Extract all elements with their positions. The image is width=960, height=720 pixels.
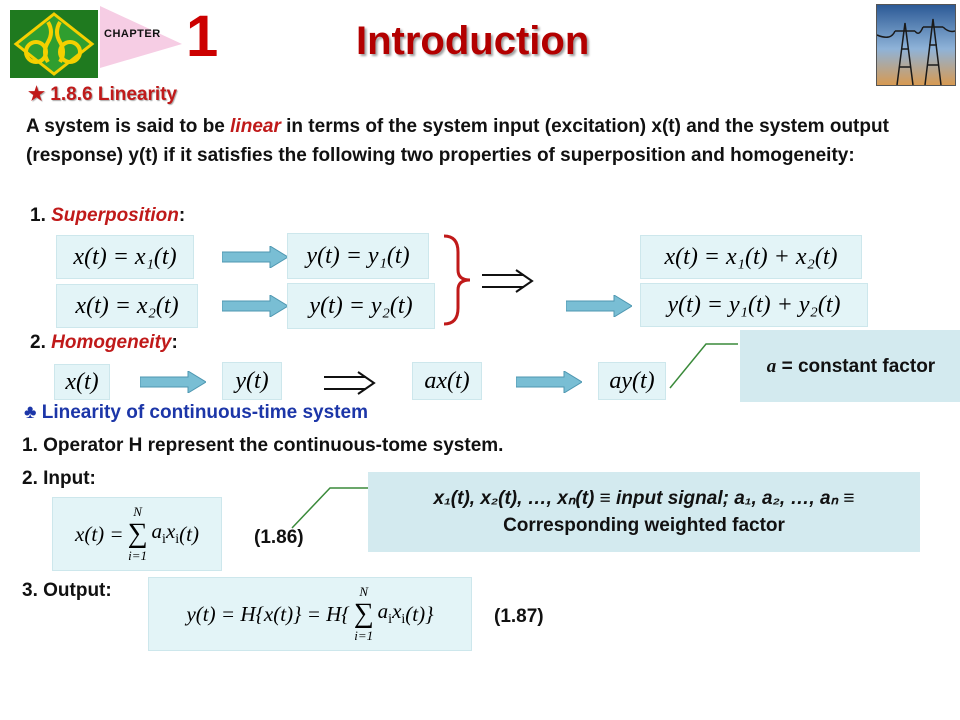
equation-number-186: (1.86) xyxy=(254,527,304,548)
right-arrow-icon xyxy=(516,371,582,393)
chapter-number: 1 xyxy=(186,4,219,69)
intro-paragraph: A system is said to be linear in terms o… xyxy=(26,112,926,170)
callout-description: = constant factor xyxy=(776,355,936,377)
homogeneity-name: Homogeneity xyxy=(51,332,172,353)
university-logo-icon xyxy=(8,8,100,80)
eq-y2: y(t) = y₂(t) xyxy=(287,283,435,329)
chapter-label: CHAPTER xyxy=(104,28,161,40)
homogeneity-label: 2. Homogeneity: xyxy=(30,332,178,354)
power-lines-photo xyxy=(876,4,956,86)
chapter-triangle xyxy=(98,4,184,70)
right-arrow-icon xyxy=(222,295,288,317)
constant-factor-callout: a = constant factor xyxy=(740,330,960,402)
eq-x-sum: x(t) = x₁(t) + x₂(t) xyxy=(640,235,862,279)
continuous-heading: ♣ Linearity of continuous-time system xyxy=(24,402,368,423)
equation-number-187: (1.87) xyxy=(494,606,544,627)
eq-hom-y: y(t) xyxy=(222,362,282,400)
input-signal-callout: x₁(t), x₂(t), …, xₙ(t) ≡ input signal; a… xyxy=(368,472,920,552)
eq-hom-ax: ax(t) xyxy=(412,362,482,400)
implies-arrow-icon xyxy=(324,371,376,395)
right-arrow-icon xyxy=(222,246,288,268)
item-output: 3. Output: xyxy=(22,580,112,601)
right-brace-icon xyxy=(443,234,471,326)
linear-keyword: linear xyxy=(230,116,281,137)
input-callout-line1: x₁(t), x₂(t), …, xₙ(t) ≡ input signal; a… xyxy=(433,488,855,509)
homogeneity-colon: : xyxy=(171,332,178,353)
eq-hom-ay: ay(t) xyxy=(598,362,666,400)
eq-x1: x(t) = x₁(t) xyxy=(56,235,194,279)
constant-factor-text: a = constant factor xyxy=(767,353,935,380)
right-arrow-icon xyxy=(140,371,206,393)
section-heading: ★ 1.8.6 Linearity xyxy=(28,84,178,105)
callout-connector xyxy=(291,487,368,529)
page-title: Introduction xyxy=(356,19,590,63)
superposition-colon: : xyxy=(178,205,186,226)
superposition-label: 1. Superposition: xyxy=(30,205,185,227)
superposition-name: Superposition xyxy=(51,205,179,226)
item-input: 2. Input: xyxy=(22,468,96,489)
eq-x2: x(t) = x₂(t) xyxy=(56,284,198,328)
eq-output-sum: y(t) = H{x(t)} = H{ N∑i=1 aixi(t)} xyxy=(148,577,472,651)
callout-variable: a xyxy=(766,355,777,377)
callout-connector xyxy=(669,343,738,389)
implies-arrow-icon xyxy=(482,269,534,293)
item-operator: 1. Operator H represent the continuous-t… xyxy=(22,435,504,456)
eq-hom-x: x(t) xyxy=(54,364,110,400)
intro-text-part1: A system is said to be xyxy=(26,116,231,137)
superposition-number: 1. xyxy=(30,205,52,226)
intro-text-part2: in terms of the system input (excitation… xyxy=(26,116,889,166)
right-arrow-icon xyxy=(566,295,632,317)
input-callout-line2: Corresponding weighted factor xyxy=(503,515,785,536)
eq-y1: y(t) = y₁(t) xyxy=(287,233,429,279)
eq-input-sum: x(t) = N∑i=1 aixi(t) xyxy=(52,497,222,571)
homogeneity-number: 2. xyxy=(30,332,52,353)
eq-y-sum: y(t) = y₁(t) + y₂(t) xyxy=(640,283,868,327)
